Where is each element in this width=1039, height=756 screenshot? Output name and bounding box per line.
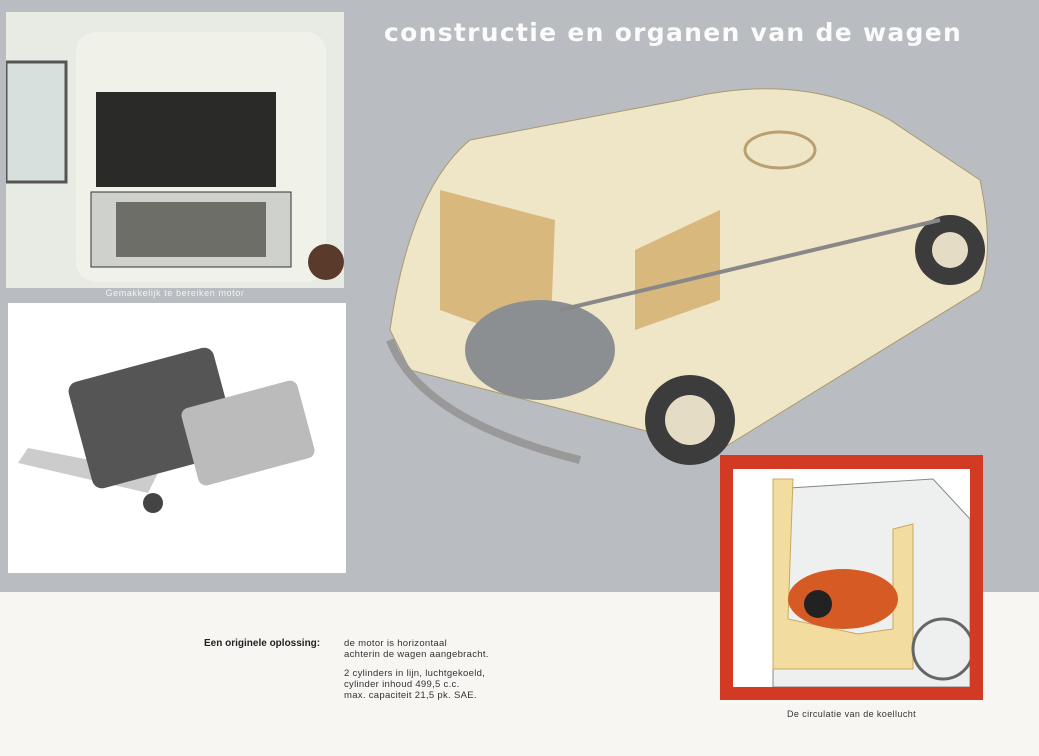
cutaway-car-illustration [380, 50, 1000, 495]
description-label: Een originele oplossing: [204, 638, 321, 649]
cooling-diagram-frame [720, 455, 983, 700]
page-title: constructie en organen van de wagen [384, 18, 963, 47]
desc-line: achterin de wagen aangebracht. [344, 649, 489, 660]
desc-line: cylinder inhoud 499,5 c.c. [344, 679, 460, 690]
cooling-diagram [733, 469, 975, 688]
desc-line: de motor is horizontaal [344, 638, 448, 649]
engine-bay-photo [4, 12, 344, 288]
desc-line: max. capaciteit 21,5 pk. SAE. [344, 690, 477, 701]
cooling-caption: De circulatie van de koellucht [786, 709, 917, 719]
desc-line: 2 cylinders in lijn, luchtgekoeld, [344, 668, 486, 679]
engine-bay-caption: Gemakkelijk te bereiken motor [105, 288, 245, 298]
engine-photo [8, 303, 346, 573]
